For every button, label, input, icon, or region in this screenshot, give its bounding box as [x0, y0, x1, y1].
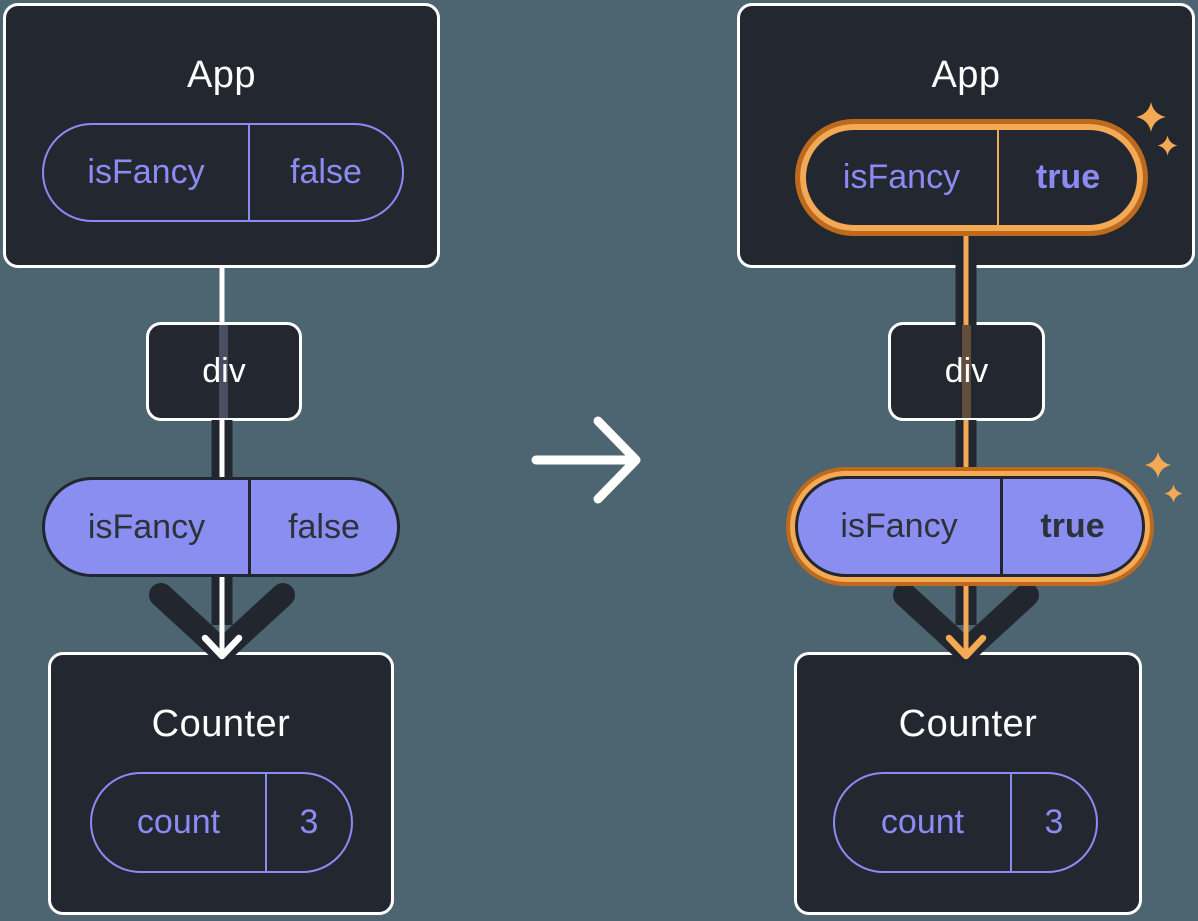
sparkle-icon: [1136, 102, 1166, 132]
prop-pill-app-after: isFancy true: [800, 124, 1143, 231]
state-value: 3: [265, 774, 351, 871]
state-value: 3: [1010, 774, 1096, 871]
div-node-after: div: [888, 322, 1045, 421]
sparkle-icon: [1157, 135, 1178, 156]
prop-pill-app-before: isFancy false: [42, 123, 404, 222]
app-title: App: [186, 54, 257, 96]
prop-name: isFancy: [87, 153, 205, 191]
state-name: count: [136, 803, 221, 841]
state-name: count: [880, 803, 965, 841]
prop-name: isFancy: [842, 158, 961, 196]
prop-name: isFancy: [840, 507, 958, 545]
state-pill-counter-before: count 3: [90, 772, 353, 873]
div-node-before: div: [146, 322, 302, 421]
arrow-head-before: [149, 583, 295, 663]
prop-name: isFancy: [87, 507, 206, 546]
transition-arrow-icon: [531, 416, 641, 504]
counter-title: Counter: [151, 703, 291, 745]
passed-prop-pill-before: isFancy false: [42, 477, 400, 577]
sparkle-icon: [1164, 484, 1183, 503]
prop-value: false: [248, 480, 397, 574]
passed-prop-pill-after: isFancy true: [795, 476, 1145, 577]
prop-value: true: [997, 130, 1137, 225]
counter-title: Counter: [898, 703, 1038, 745]
state-pill-counter-after: count 3: [833, 772, 1098, 873]
prop-value: true: [1000, 479, 1142, 574]
prop-value: false: [248, 125, 402, 220]
app-title: App: [931, 54, 1001, 96]
prop-line-through-div: [962, 325, 971, 418]
counter-component-card-before: Counter: [48, 652, 394, 915]
sparkle-icon: [1144, 451, 1172, 479]
div-label: div: [202, 352, 246, 390]
prop-line-through-div: [219, 325, 228, 418]
div-label: div: [944, 352, 989, 390]
arrow-head-after: [893, 583, 1039, 663]
